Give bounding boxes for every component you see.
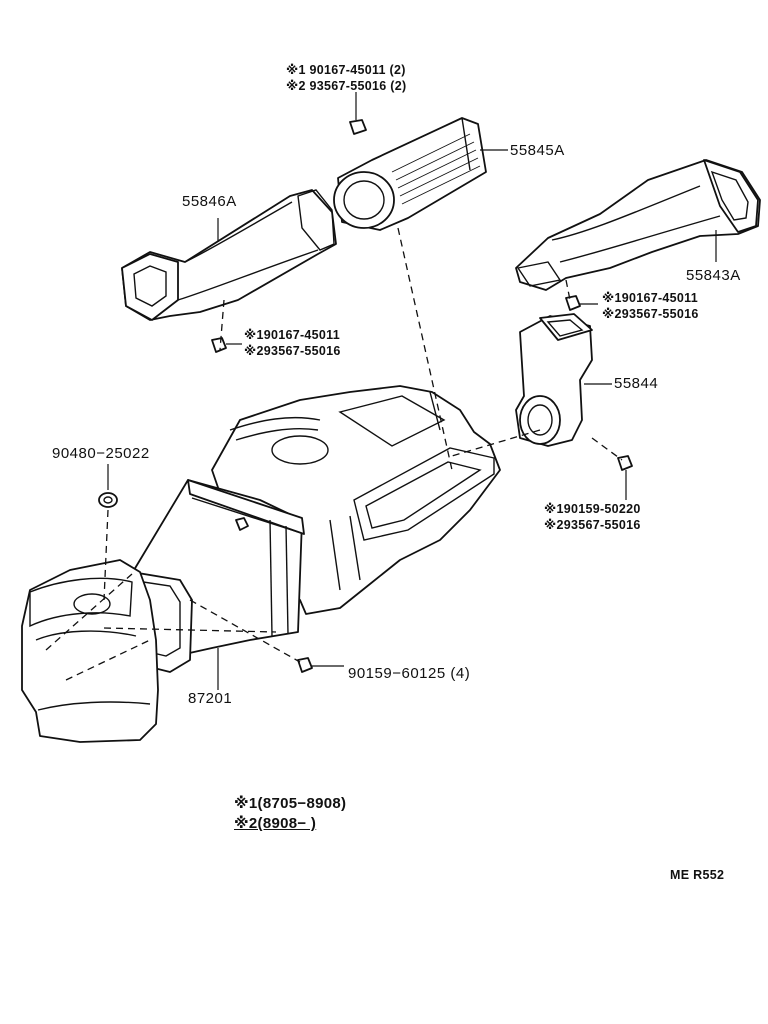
label-55843a: 55843A xyxy=(686,267,741,284)
duct-55843a-drawing xyxy=(515,159,761,291)
lower-clip-label-2: ※293567-55016 xyxy=(544,518,641,532)
top-clip-label-1: ※1 90167-45011 (2) xyxy=(286,63,406,77)
legend-line-2: ※2(8908− ) xyxy=(234,815,317,832)
leader-lines xyxy=(107,92,717,690)
right-clip-label-2: ※293567-55016 xyxy=(602,307,699,321)
label-87201: 87201 xyxy=(188,690,233,707)
label-55844: 55844 xyxy=(614,375,659,392)
legend-line-1: ※1(8705−8908) xyxy=(234,795,347,812)
duct-55846a-drawing xyxy=(121,189,337,321)
right-clip-label-1: ※190167-45011 xyxy=(602,291,698,305)
duct-55845a-drawing xyxy=(333,117,487,231)
left-clip-label-1: ※190167-45011 xyxy=(244,328,340,342)
label-55846a: 55846A xyxy=(182,193,237,210)
duct-55844-drawing xyxy=(515,313,593,447)
lower-clip-label-1: ※190159-50220 xyxy=(544,502,641,516)
label-90159-60125: 90159−60125 (4) xyxy=(348,665,471,682)
reference-code: ME R552 xyxy=(670,868,725,882)
left-clip-label-2: ※293567-55016 xyxy=(244,344,341,358)
grommet-90480-drawing xyxy=(98,492,118,508)
assembly-dashed-lines xyxy=(45,227,623,681)
label-90480-25022: 90480−25022 xyxy=(52,445,150,462)
top-clip-label-2: ※2 93567-55016 (2) xyxy=(286,79,407,93)
label-55845a: 55845A xyxy=(510,142,565,159)
blower-case-drawing xyxy=(21,559,159,743)
